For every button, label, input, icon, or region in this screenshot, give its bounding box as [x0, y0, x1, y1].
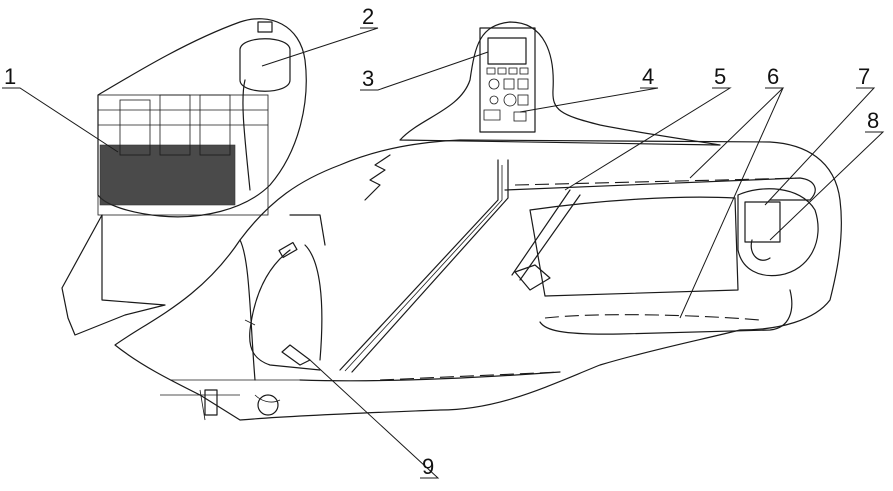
callout-2: 2 — [362, 4, 374, 29]
relay-box — [737, 188, 819, 277]
dashboard-bubble — [399, 21, 721, 146]
callout-1: 1 — [4, 64, 16, 89]
detail-arrow — [61, 214, 166, 336]
expansion-tank — [239, 21, 291, 191]
engine-detail-bubble — [97, 18, 307, 218]
callout-3: 3 — [362, 66, 374, 91]
callout-9: 9 — [422, 454, 434, 479]
front-harness — [244, 241, 321, 371]
callout-4: 4 — [642, 64, 654, 89]
engine-block — [98, 94, 268, 206]
dashboard-buttons — [483, 67, 529, 122]
callout-labels: 1 2 3 4 5 6 7 8 9 — [4, 4, 879, 479]
callout-5: 5 — [714, 64, 726, 89]
callout-8: 8 — [867, 108, 879, 133]
leader-lines — [2, 27, 885, 479]
callout-6: 6 — [767, 64, 779, 89]
cab-body — [114, 139, 842, 421]
callout-7: 7 — [858, 64, 870, 89]
